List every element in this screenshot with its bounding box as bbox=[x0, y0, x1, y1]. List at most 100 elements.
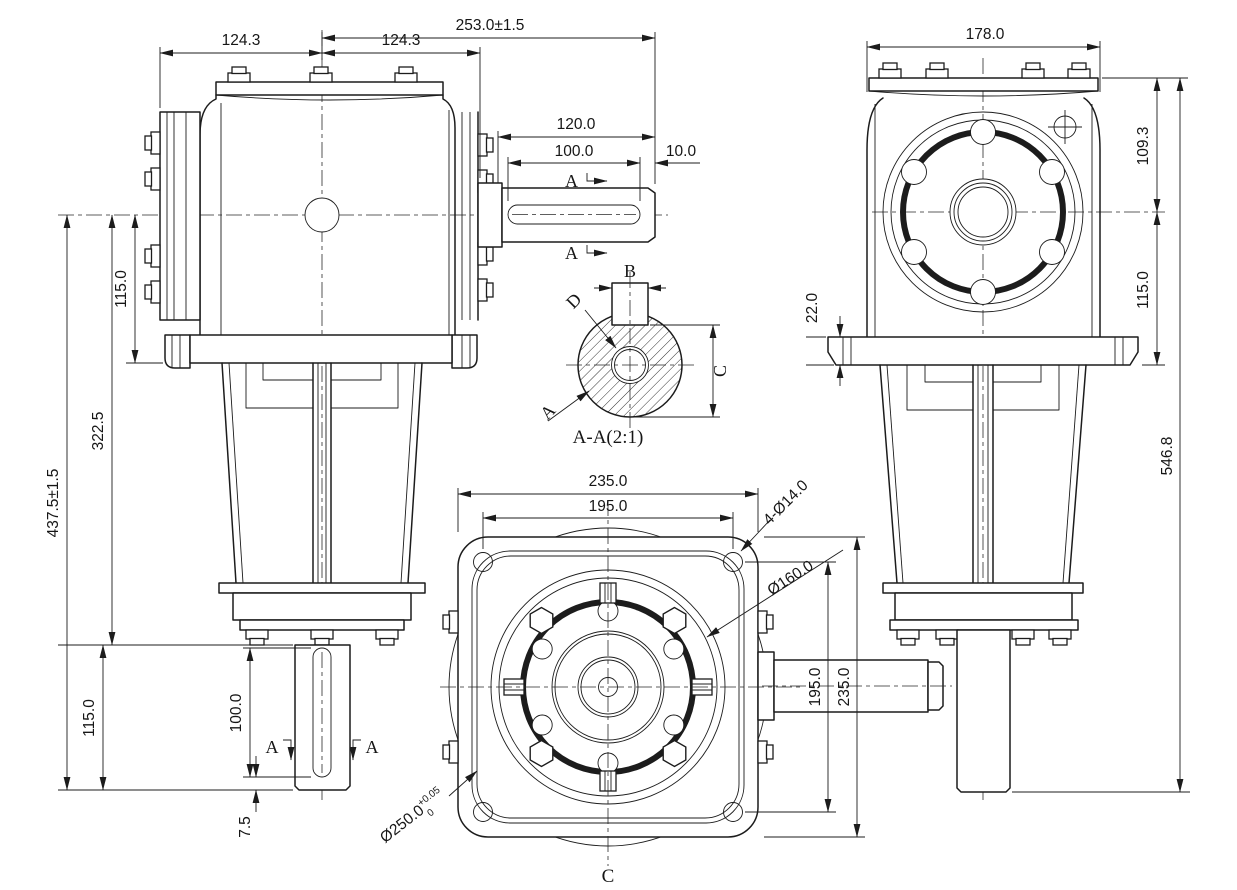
housing-right-wall bbox=[442, 94, 456, 336]
bolt-icon bbox=[1067, 62, 1091, 79]
bolt-icon bbox=[757, 610, 774, 634]
dim-side-overall-height: 546.8 bbox=[1159, 437, 1176, 476]
vent-plug-icon bbox=[1048, 110, 1082, 144]
bolt-icon bbox=[144, 280, 161, 304]
dim-flange-width: 235.0 bbox=[589, 473, 628, 490]
oil-plug-hole bbox=[304, 197, 340, 233]
section-letter: A bbox=[565, 243, 578, 263]
dim-corner-holes: 4-Ø14.0 bbox=[760, 477, 812, 529]
side-cover-curve bbox=[868, 90, 1099, 97]
bottom-flange bbox=[218, 582, 426, 646]
bolt-icon bbox=[896, 629, 920, 646]
bolt-icon bbox=[935, 629, 959, 646]
side-view-dimensions: 178.0 109.3 115.0 546.8 22.0 bbox=[804, 26, 1190, 793]
bolt-icon bbox=[144, 167, 161, 191]
dim-shaft-length: 120.0 bbox=[557, 116, 596, 133]
bolt-icon bbox=[310, 629, 334, 646]
label-section-height: C bbox=[710, 365, 730, 377]
dim-hole-pitch: 195.0 bbox=[589, 498, 628, 515]
side-output-shaft bbox=[956, 629, 1011, 793]
front-view: A A A A bbox=[58, 30, 668, 800]
bolt-icon bbox=[925, 62, 949, 79]
bolt-icon bbox=[375, 629, 399, 646]
section-caption: A-A(2:1) bbox=[573, 427, 644, 448]
side-top-cover bbox=[868, 77, 1099, 92]
dim-overall-height: 437.5±1.5 bbox=[45, 469, 62, 538]
flange-hole bbox=[970, 119, 996, 145]
bolt-icon bbox=[442, 610, 459, 634]
bolt-icon bbox=[477, 278, 494, 302]
dim-overall-width: 253.0±1.5 bbox=[456, 17, 525, 34]
flange-hole bbox=[1039, 159, 1065, 185]
flange-hole bbox=[901, 239, 927, 265]
flange-hole bbox=[901, 159, 927, 185]
section-view: B C D A A-A(2:1) bbox=[536, 261, 730, 448]
side-mounting-flange bbox=[827, 336, 1139, 366]
top-cover-plate bbox=[215, 81, 444, 96]
hex-bolt-icon bbox=[662, 739, 687, 768]
side-pedestal bbox=[879, 364, 1087, 593]
dim-output-keyway: 100.0 bbox=[228, 693, 245, 732]
bolt-icon bbox=[245, 629, 269, 646]
dim-hole-pitch-v: 195.0 bbox=[807, 667, 824, 706]
dim-output-end: 7.5 bbox=[237, 816, 254, 838]
dim-top-to-center: 109.3 bbox=[1135, 127, 1152, 166]
dim-shaft-end: 10.0 bbox=[666, 143, 697, 160]
bc-hole bbox=[663, 638, 685, 660]
bottom-view: C bbox=[440, 500, 952, 887]
key-section bbox=[611, 282, 649, 326]
section-letter: A bbox=[565, 171, 578, 191]
section-marker-a-input: A A bbox=[565, 171, 608, 263]
bolt-icon bbox=[1048, 629, 1072, 646]
bolt-icon bbox=[442, 740, 459, 764]
hex-bolt-icon bbox=[529, 606, 554, 635]
pedestal bbox=[221, 362, 423, 593]
hex-bolt-icon bbox=[529, 739, 554, 768]
bolt-icon bbox=[1011, 629, 1035, 646]
hex-bolt-icon bbox=[662, 606, 687, 635]
bc-hole bbox=[663, 714, 685, 736]
label-section: A bbox=[536, 400, 559, 423]
bolt-icon bbox=[878, 62, 902, 79]
bolt-icon bbox=[394, 66, 418, 83]
input-shaft-boss bbox=[477, 182, 503, 248]
side-flange-face bbox=[882, 111, 1084, 313]
dim-side-width: 178.0 bbox=[966, 26, 1005, 43]
dim-center-to-base: 322.5 bbox=[90, 412, 107, 451]
section-marker-a-output: A A bbox=[266, 737, 379, 761]
left-bearing-cover bbox=[159, 111, 201, 321]
flange-slab bbox=[189, 334, 453, 364]
dim-bolt-circle: Ø160.0 bbox=[765, 557, 817, 599]
bc-hole bbox=[531, 714, 553, 736]
flange-hole bbox=[1039, 239, 1065, 265]
label-key-width: B bbox=[624, 261, 636, 281]
section-letter: A bbox=[366, 737, 379, 757]
bolt-icon bbox=[757, 740, 774, 764]
side-bottom-flange bbox=[882, 582, 1084, 646]
flange-left-cap bbox=[164, 334, 191, 369]
dim-center-to-flange-side: 115.0 bbox=[1135, 271, 1152, 309]
dim-center-to-flange: 115.0 bbox=[113, 270, 130, 308]
bolt-icon bbox=[309, 66, 333, 83]
section-letter: A bbox=[266, 737, 279, 757]
dim-flange-height: 235.0 bbox=[836, 667, 853, 706]
bolt-icon bbox=[227, 66, 251, 83]
top-cover-curve bbox=[215, 94, 444, 101]
side-housing-left bbox=[866, 97, 884, 338]
side-view bbox=[827, 58, 1165, 800]
dim-flange-thickness: 22.0 bbox=[804, 293, 821, 324]
bolt-icon bbox=[1021, 62, 1045, 79]
bolt-icon bbox=[144, 131, 161, 155]
dim-output-shaft: 115.0 bbox=[81, 699, 98, 737]
side-housing-right bbox=[1083, 97, 1101, 338]
flange-right-cap bbox=[451, 334, 478, 369]
dim-cover-to-center: 124.3 bbox=[222, 32, 261, 49]
flange-hole bbox=[970, 279, 996, 305]
dim-center-to-face: 124.3 bbox=[382, 32, 421, 49]
label-bore: D bbox=[562, 289, 585, 312]
direction-label: C bbox=[602, 866, 615, 887]
front-view-dimensions: 253.0±1.5 124.3 124.3 120.0 100.0 10.0 1… bbox=[45, 17, 700, 838]
dim-keyway-length: 100.0 bbox=[555, 143, 594, 160]
